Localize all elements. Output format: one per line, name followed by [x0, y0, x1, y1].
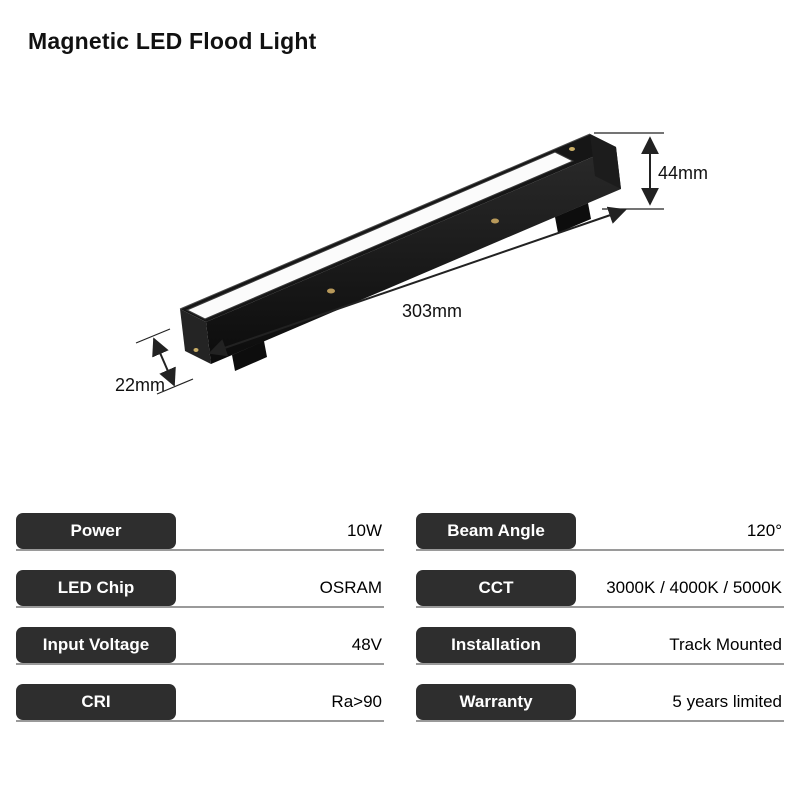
spec-row-beam-angle: Beam Angle 120°	[416, 513, 784, 551]
dimension-length: 303mm	[208, 206, 627, 357]
spec-label-input-voltage: Input Voltage	[16, 627, 176, 663]
screw-dot-left	[327, 288, 335, 294]
spec-row-power: Power 10W	[16, 513, 384, 551]
spec-label-power: Power	[16, 513, 176, 549]
flood-light-illustration: 44mm 303mm 22mm	[115, 132, 708, 395]
top-contact-dot	[569, 147, 575, 151]
screw-dot-right	[491, 218, 499, 224]
spec-label-led-chip: LED Chip	[16, 570, 176, 606]
spec-value-installation: Track Mounted	[669, 635, 782, 654]
spec-label-installation: Installation	[416, 627, 576, 663]
lamp-front-face	[206, 147, 621, 364]
spec-row-installation: Installation Track Mounted	[416, 627, 784, 665]
spec-row-led-chip: LED Chip OSRAM	[16, 570, 384, 608]
page-title: Magnetic LED Flood Light	[28, 28, 317, 54]
dimension-width: 22mm	[115, 328, 194, 395]
spec-value-cri: Ra>90	[331, 692, 382, 711]
left-cap-dot	[193, 348, 199, 352]
spec-value-input-voltage: 48V	[351, 635, 382, 654]
spec-label-beam-angle: Beam Angle	[416, 513, 576, 549]
dimension-height: 44mm	[594, 132, 708, 210]
spec-row-warranty: Warranty 5 years limited	[416, 684, 784, 722]
spec-row-cri: CRI Ra>90	[16, 684, 384, 722]
spec-value-beam-angle: 120°	[746, 521, 782, 540]
spec-label-cri: CRI	[16, 684, 176, 720]
spec-row-cct: CCT 3000K / 4000K / 5000K	[416, 570, 784, 608]
spec-row-input-voltage: Input Voltage 48V	[16, 627, 384, 665]
lamp-end-cap-left	[180, 309, 211, 364]
spec-label-cct: CCT	[416, 570, 576, 606]
lamp-body	[179, 133, 621, 371]
spec-value-led-chip: OSRAM	[319, 578, 382, 597]
spec-value-power: 10W	[347, 521, 382, 540]
product-dimension-diagram: 44mm 303mm 22mm	[0, 69, 800, 454]
lamp-end-cap-right	[590, 134, 621, 189]
spec-label-warranty: Warranty	[416, 684, 576, 720]
spec-table: Power 10W Beam Angle 120° LED Chip OSRAM…	[16, 513, 784, 722]
spec-value-warranty: 5 years limited	[672, 692, 782, 711]
dimension-height-label: 44mm	[658, 163, 708, 183]
dimension-width-label: 22mm	[115, 375, 165, 395]
spec-value-cct: 3000K / 4000K / 5000K	[606, 578, 782, 597]
dimension-length-label: 303mm	[402, 301, 462, 321]
